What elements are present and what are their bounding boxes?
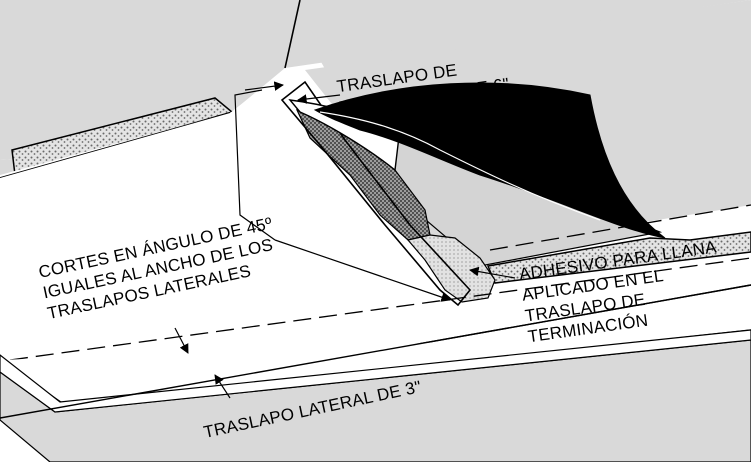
arrow-end-lap-left xyxy=(244,81,284,91)
label-end-lap: TRASLAPO DE TERMINACIÓN DE 6" xyxy=(336,61,511,117)
gravel-band-right xyxy=(486,231,751,284)
leader-cuts xyxy=(234,89,276,241)
leader-adhesive xyxy=(469,266,516,279)
leader-cuts-arrow xyxy=(274,239,451,302)
arrow-end-lap-right xyxy=(297,94,341,104)
adhesive-light-zone xyxy=(406,234,496,303)
dashed-line-upper xyxy=(489,204,751,251)
dashed-line-lower xyxy=(9,257,751,361)
sheet-edge-line-front xyxy=(0,284,751,419)
arrow-side-lap-top xyxy=(174,327,189,354)
upper-white-strip xyxy=(0,70,292,225)
black-membrane-highlight xyxy=(319,111,601,221)
arrow-side-lap-bottom xyxy=(214,374,231,399)
sheet-top-edge-right xyxy=(284,0,301,69)
black-membrane-peel xyxy=(313,82,666,239)
lower-deck-top xyxy=(0,329,751,413)
